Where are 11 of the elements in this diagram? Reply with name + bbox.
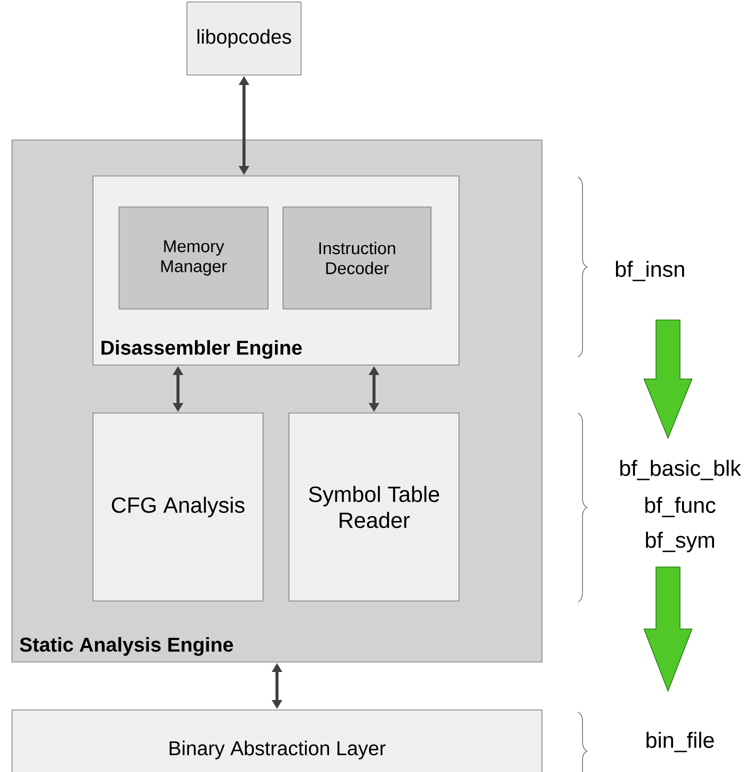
label-text: bin_file — [646, 732, 714, 752]
library-box: libopcodes — [186, 2, 302, 76]
label-text: bf_sym — [646, 532, 714, 552]
module-box: Memory Manager — [118, 206, 268, 310]
label-text: bf_func — [645, 496, 716, 518]
layer-box: Binary Abstraction Layer — [12, 710, 542, 772]
label-text: bf_basic_blk — [620, 460, 742, 480]
label-text: bf_insn — [616, 260, 684, 282]
module-box: Instruction Decoder — [282, 206, 432, 310]
module-box: CFG Analysis — [92, 412, 264, 602]
module-box: Symbol Table Reader — [288, 412, 460, 602]
